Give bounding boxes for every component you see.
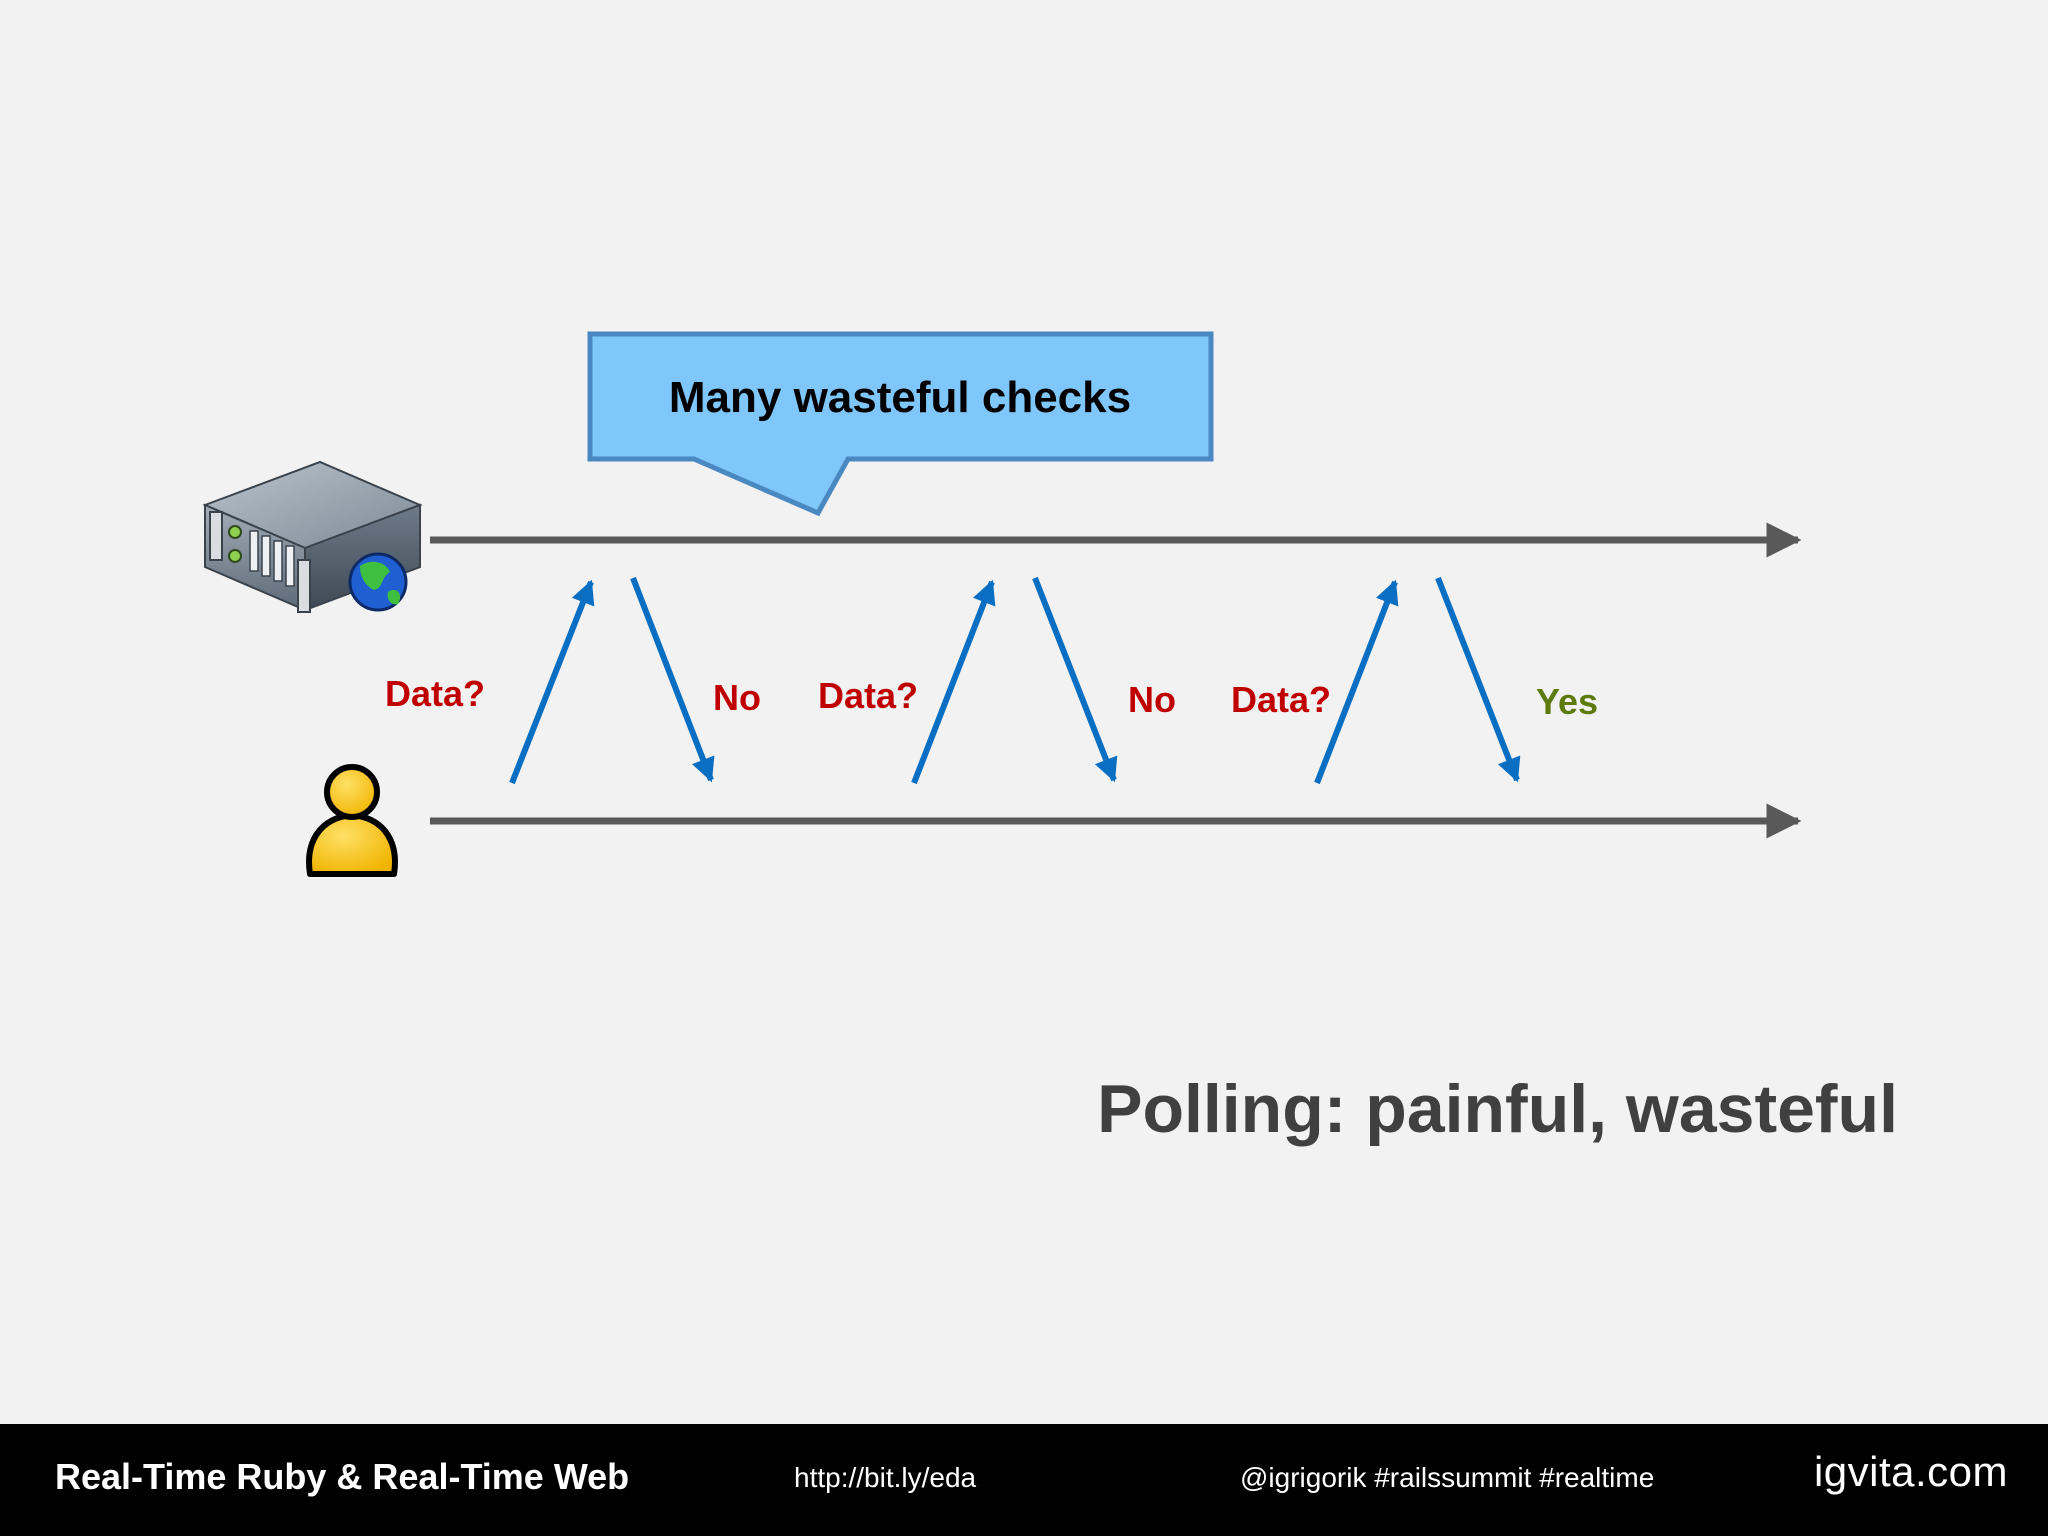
response-arrow [1032,576,1118,783]
request-arrow [911,579,996,785]
response-arrow [1435,576,1521,783]
footer-link[interactable]: http://bit.ly/eda [794,1462,977,1493]
request-label: Data? [385,673,485,714]
callout-text: Many wasteful checks [669,373,1131,422]
response-label: Yes [1536,681,1598,722]
request-label: Data? [1231,679,1331,720]
server-globe-icon [202,460,423,613]
request-label: Data? [818,675,918,716]
footer-title: Real-Time Ruby & Real-Time Web [55,1456,630,1497]
callout-box: Many wasteful checks [587,331,1214,517]
request-arrow [1314,579,1399,785]
footer-tags: @igrigorik #railssummit #realtime [1240,1462,1655,1493]
response-label: No [1128,679,1176,720]
request-arrow [509,579,595,785]
footer-brand-logo: igvita.com [1813,1448,2008,1495]
response-label: No [713,677,761,718]
response-arrow [630,576,715,783]
slide-subtitle: Polling: painful, wasteful [1097,1071,1898,1147]
user-icon [306,764,398,877]
polling-diagram: Many wasteful checks [202,331,1802,877]
footer-bar: Real-Time Ruby & Real-Time Web http://bi… [0,1424,2048,1536]
